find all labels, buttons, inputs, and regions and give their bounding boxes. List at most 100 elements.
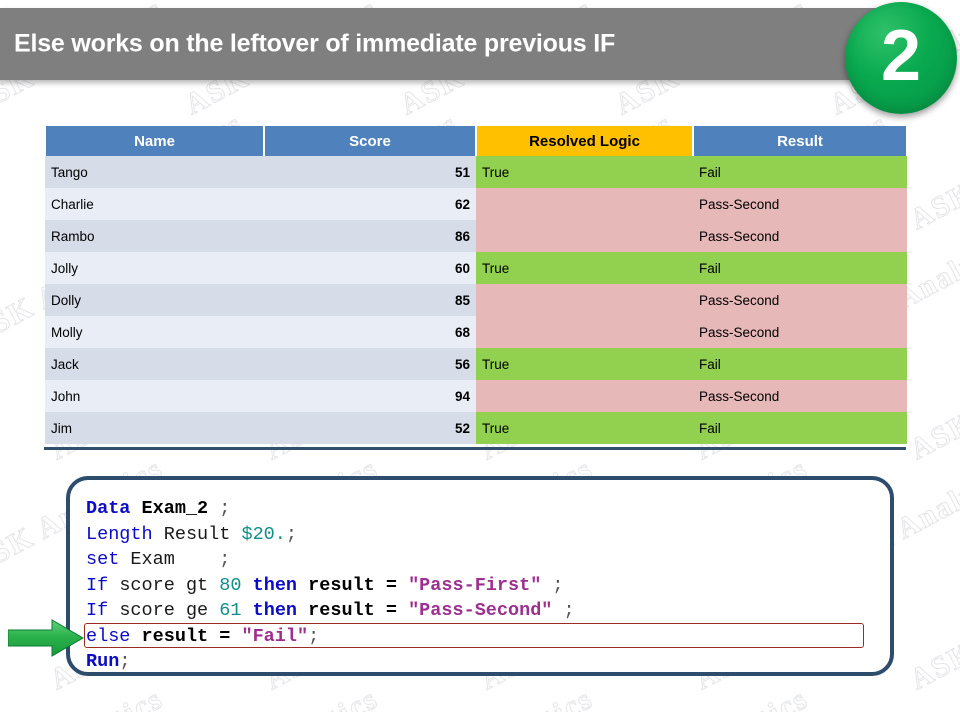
code-token: result: [141, 625, 209, 647]
code-token: ;: [208, 498, 231, 519]
cell-score: 85: [264, 284, 476, 316]
code-token: [208, 575, 219, 596]
cell-name: Molly: [45, 316, 264, 348]
code-token: set: [86, 549, 120, 570]
cell-name: Jim: [45, 412, 264, 444]
cell-score: 51: [264, 156, 476, 188]
code-token: [297, 575, 308, 596]
cell-name: Jack: [45, 348, 264, 380]
code-line: Data Exam_2 ;: [86, 496, 575, 522]
cell-resolved-logic: True: [476, 252, 693, 284]
code-token: If: [86, 574, 109, 596]
cell-score: 68: [264, 316, 476, 348]
code-token: score: [119, 574, 175, 596]
cell-score: 60: [264, 252, 476, 284]
code-token: ge: [185, 600, 209, 621]
cell-score: 94: [264, 380, 476, 412]
code-token: "Pass-First": [408, 574, 542, 596]
code-token: =: [374, 600, 409, 621]
code-line: set Exam ;: [86, 547, 575, 573]
step-number-badge: 2: [845, 2, 957, 114]
code-token: [130, 498, 141, 519]
code-token: Length: [86, 523, 153, 545]
step-number-label: 2: [880, 16, 922, 96]
code-token: "Pass-Second": [408, 600, 553, 621]
code-token: then: [252, 600, 298, 621]
cell-name: John: [45, 380, 264, 412]
code-token: [153, 524, 164, 545]
cell-name: Jolly: [45, 252, 264, 284]
cell-score: 62: [264, 188, 476, 220]
code-line: Length Result $20.;: [86, 522, 575, 548]
code-token: result: [308, 600, 375, 621]
table-header-row: Name Score Resolved Logic Result: [44, 126, 908, 156]
code-token: =: [208, 625, 242, 647]
code-token: 61: [219, 600, 242, 621]
cell-name: Dolly: [45, 284, 264, 316]
code-line: else result = "Fail";: [86, 624, 575, 650]
code-block-panel: Data Exam_2 ;Length Result $20.;set Exam…: [66, 476, 894, 676]
code-token: [130, 626, 141, 647]
watermark-text: ASK Analytics: [904, 566, 960, 697]
code-token: ;: [119, 651, 131, 672]
cell-result: Pass-Second: [693, 220, 907, 252]
cell-result: Pass-Second: [693, 380, 907, 412]
code-token: Run: [86, 651, 120, 672]
cell-result: Pass-Second: [693, 188, 907, 220]
code-token: $20.: [241, 523, 286, 545]
cell-result: Fail: [693, 412, 907, 444]
code-token: 80: [219, 574, 242, 596]
code-token: [175, 600, 186, 621]
code-token: If: [86, 600, 109, 621]
watermark-text: ASK Analytics: [904, 336, 960, 467]
cell-result: Fail: [693, 348, 907, 380]
code-token: =: [374, 574, 409, 596]
code-token: "Fail": [241, 625, 309, 647]
code-token: [119, 549, 130, 570]
code-line: If score ge 61 then result = "Pass-Secon…: [86, 598, 575, 624]
header-bar: Else works on the leftover of immediate …: [0, 8, 920, 80]
code-token: [175, 575, 186, 596]
code-line: If score gt 80 then result = "Pass-First…: [86, 573, 575, 599]
code-token: Exam: [130, 549, 175, 570]
cell-resolved-logic: [476, 380, 693, 412]
code-line: Run;: [86, 649, 575, 675]
code-token: else: [86, 625, 131, 647]
cell-score: 52: [264, 412, 476, 444]
code-token: ;: [174, 549, 231, 570]
code-token: [242, 600, 253, 621]
code-listing[interactable]: Data Exam_2 ;Length Result $20.;set Exam…: [86, 496, 575, 675]
cell-result: Fail: [693, 252, 907, 284]
column-header-resolved-logic[interactable]: Resolved Logic: [475, 126, 694, 156]
column-header-score[interactable]: Score: [263, 126, 477, 156]
code-token: Data: [86, 498, 131, 519]
cell-resolved-logic: True: [476, 156, 693, 188]
code-token: Exam_2: [141, 498, 209, 519]
column-header-name[interactable]: Name: [44, 126, 265, 156]
cell-resolved-logic: True: [476, 412, 693, 444]
code-token: [108, 600, 119, 621]
code-token: ;: [285, 523, 297, 545]
watermark-text: ASK Analytics: [904, 106, 960, 237]
cell-resolved-logic: [476, 316, 693, 348]
code-token: result: [308, 574, 375, 596]
cell-score: 86: [264, 220, 476, 252]
green-pointer-arrow: [7, 619, 84, 657]
code-token: ;: [541, 574, 564, 596]
code-token: Result: [163, 523, 231, 545]
cell-name: Tango: [45, 156, 264, 188]
code-token: [297, 600, 308, 621]
code-token: ;: [308, 625, 320, 647]
column-header-result[interactable]: Result: [692, 126, 908, 156]
